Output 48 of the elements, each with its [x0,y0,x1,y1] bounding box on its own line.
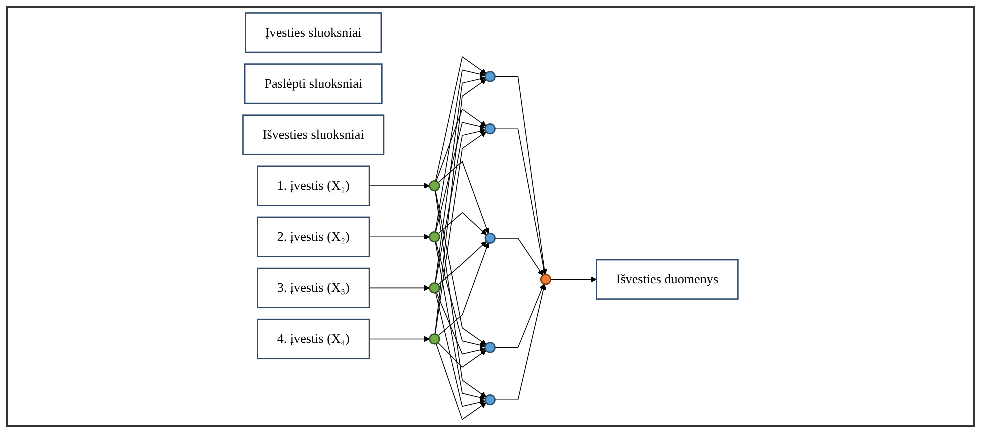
arrow [434,76,486,284]
arrow [436,292,486,355]
node-circle [428,334,440,345]
arrow [368,183,430,189]
node-circle [428,232,440,243]
arrow [434,79,486,335]
node-box: Išvesties sluoksniai [242,114,384,156]
node-box: 1. įvestis (X₁) [256,166,370,206]
node-circle [428,282,440,294]
arrow [438,242,490,336]
arrow [438,241,487,286]
node-circle [484,342,496,354]
arrow [550,276,597,283]
node-circle [484,232,496,244]
arrow [435,190,486,346]
node-circle [428,180,440,192]
arrow [368,285,430,292]
arrow [494,284,545,348]
arrow [438,342,486,368]
arrow [494,128,547,276]
arrow [434,132,486,335]
node-box: Įvesties sluoksniai [244,12,382,54]
node-circle [484,124,496,135]
arrow [494,238,544,276]
arrow [434,128,486,284]
arrow [438,161,490,234]
arrow [435,241,486,348]
arrow [434,190,486,398]
arrow [368,234,430,240]
arrow [368,336,430,342]
node-circle [484,71,496,82]
node-circle [484,394,496,406]
arrow [494,284,546,400]
arrow [435,292,486,408]
arrow [436,343,486,420]
arrow [436,108,486,182]
node-box: 2. įvestis (X₂) [256,216,370,258]
arrow [434,242,486,401]
arrow [435,56,486,182]
arrow [434,70,486,233]
node-box: 3. įvestis (X₃) [256,268,370,308]
node-box: Paslėpti sluoksniai [244,64,383,104]
node-circle [540,274,552,286]
node-box: 4. įvestis (X₄) [256,318,370,360]
arrow [438,212,487,236]
arrow [435,122,486,233]
node-box: Išvesties duomenys [596,259,739,300]
arrow [494,76,548,276]
